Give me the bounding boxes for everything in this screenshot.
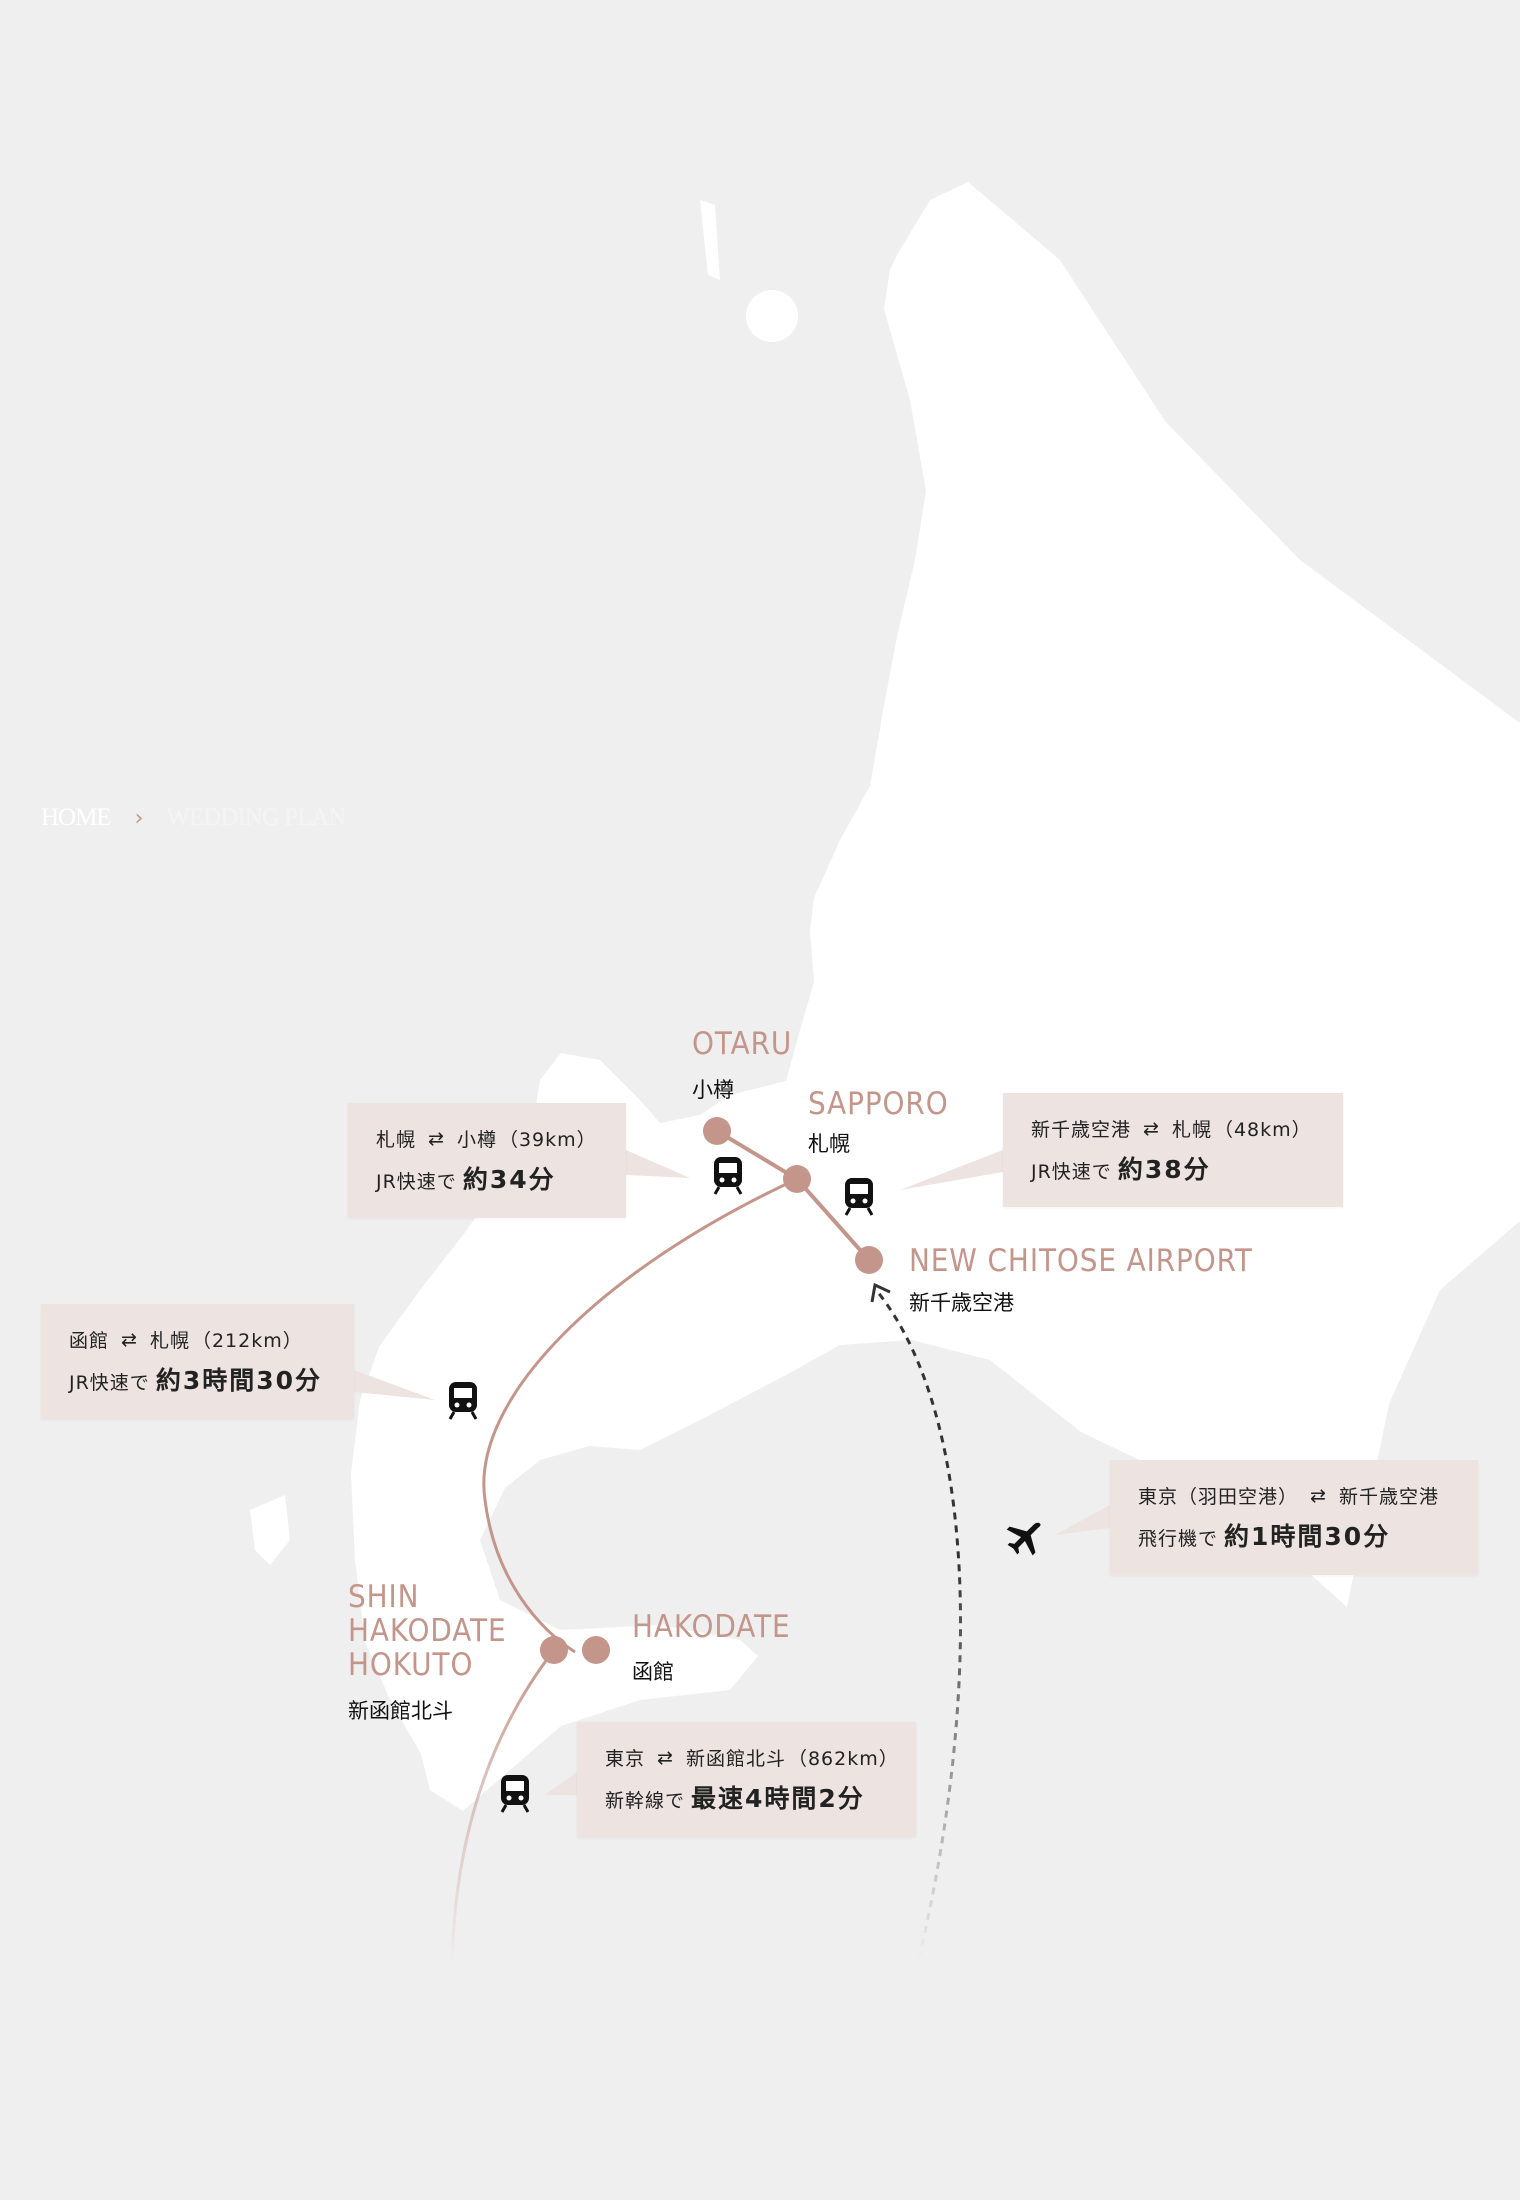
route-mode: JR快速で (69, 1372, 150, 1394)
route-shinkansen (450, 1649, 556, 1966)
route-from: 新千歳空港 (1031, 1119, 1132, 1141)
route-from: 東京（羽田空港） (1138, 1486, 1299, 1508)
route-distance: （48km） (1213, 1119, 1312, 1141)
chitose-label-jp: 新千歳空港 (909, 1291, 1014, 1315)
shin-hakodate-line2: HAKODATE (348, 1613, 507, 1649)
breadcrumb-current: WEDDING PLAN (166, 804, 346, 831)
route-distance: （212km） (191, 1330, 303, 1352)
sapporo-label-jp: 札幌 (808, 1132, 850, 1156)
route-time: 約1時間30分 (1224, 1522, 1391, 1551)
train-icon (448, 1382, 478, 1420)
exchange-arrows-icon: ⇄ (1310, 1484, 1327, 1507)
route-from: 東京 (605, 1748, 646, 1770)
station-dot-otaru[interactable] (703, 1117, 731, 1145)
breadcrumb-home[interactable]: HOME (41, 804, 112, 831)
route-time: 最速4時間2分 (691, 1784, 865, 1813)
otaru-label-en: OTARU (692, 1026, 793, 1062)
station-dot-shin-hakodate[interactable] (540, 1636, 568, 1664)
exchange-arrows-icon: ⇄ (428, 1127, 445, 1150)
peninsula-west (250, 1495, 290, 1565)
shin-hakodate-line3: HOKUTO (348, 1647, 474, 1683)
chitose-label-en: NEW CHITOSE AIRPORT (909, 1243, 1253, 1279)
route-info-tokyo-shin-hakodate: 東京 ⇄ 新函館北斗（862km） 新幹線で最速4時間2分 (577, 1722, 916, 1837)
train-icon (844, 1178, 874, 1216)
callout-pointer-2 (900, 1150, 1003, 1190)
route-sapporo-hakodate (482, 1177, 798, 1654)
route-time: 約38分 (1117, 1155, 1211, 1184)
station-dot-hakodate[interactable] (582, 1636, 610, 1664)
route-distance: （39km） (498, 1129, 597, 1151)
route-info-sapporo-otaru: 札幌 ⇄ 小樽（39km） JR快速で約34分 (348, 1103, 626, 1218)
hakodate-label-jp: 函館 (632, 1660, 674, 1684)
route-info-hakodate-sapporo: 函館 ⇄ 札幌（212km） JR快速で約3時間30分 (41, 1304, 354, 1419)
route-info-chitose-sapporo: 新千歳空港 ⇄ 札幌（48km） JR快速で約38分 (1003, 1093, 1343, 1207)
exchange-arrows-icon: ⇄ (121, 1328, 138, 1351)
callout-pointer-4 (1055, 1505, 1110, 1535)
hokkaido-landmass (351, 182, 1520, 1811)
route-from: 札幌 (376, 1129, 417, 1151)
exchange-arrows-icon: ⇄ (1143, 1117, 1160, 1140)
station-dot-chitose[interactable] (855, 1246, 883, 1274)
hakodate-label-en: HAKODATE (632, 1609, 791, 1645)
rebun-island (700, 200, 720, 280)
route-to: 小樽 (456, 1129, 497, 1151)
route-distance: （862km） (787, 1748, 899, 1770)
route-from: 函館 (69, 1330, 110, 1352)
sapporo-label-en: SAPPORO (808, 1086, 949, 1122)
route-to: 札幌 (1171, 1119, 1212, 1141)
rishiri-island (746, 290, 798, 342)
route-time: 約34分 (462, 1165, 556, 1194)
chevron-right-icon: › (134, 805, 144, 831)
callout-pointer-3 (354, 1370, 435, 1400)
shin-hakodate-label-en: SHIN HAKODATE HOKUTO (348, 1580, 507, 1682)
shin-hakodate-label-jp: 新函館北斗 (348, 1699, 453, 1723)
route-time: 約3時間30分 (155, 1366, 322, 1395)
exchange-arrows-icon: ⇄ (657, 1746, 674, 1769)
shinkansen-icon (500, 1775, 530, 1813)
route-mode: JR快速で (1031, 1161, 1112, 1183)
route-to: 新函館北斗 (685, 1748, 786, 1770)
otaru-label-jp: 小樽 (692, 1078, 734, 1102)
shin-hakodate-line1: SHIN (348, 1579, 420, 1615)
breadcrumb: HOME › WEDDING PLAN (41, 804, 346, 832)
station-dot-sapporo[interactable] (783, 1165, 811, 1193)
route-mode: 新幹線で (605, 1790, 686, 1812)
airplane-icon (1006, 1522, 1041, 1556)
callout-pointer-1 (626, 1150, 690, 1178)
route-to: 札幌 (149, 1330, 190, 1352)
flight-route (875, 1290, 962, 1959)
route-to: 新千歳空港 (1338, 1486, 1439, 1508)
train-icon (713, 1157, 743, 1195)
route-info-tokyo-chitose: 東京（羽田空港） ⇄ 新千歳空港 飛行機で約1時間30分 (1110, 1460, 1478, 1575)
route-mode: 飛行機で (1138, 1528, 1219, 1550)
callout-pointer-5 (545, 1772, 577, 1795)
route-mode: JR快速で (376, 1171, 457, 1193)
flight-arrowhead (870, 1282, 891, 1303)
